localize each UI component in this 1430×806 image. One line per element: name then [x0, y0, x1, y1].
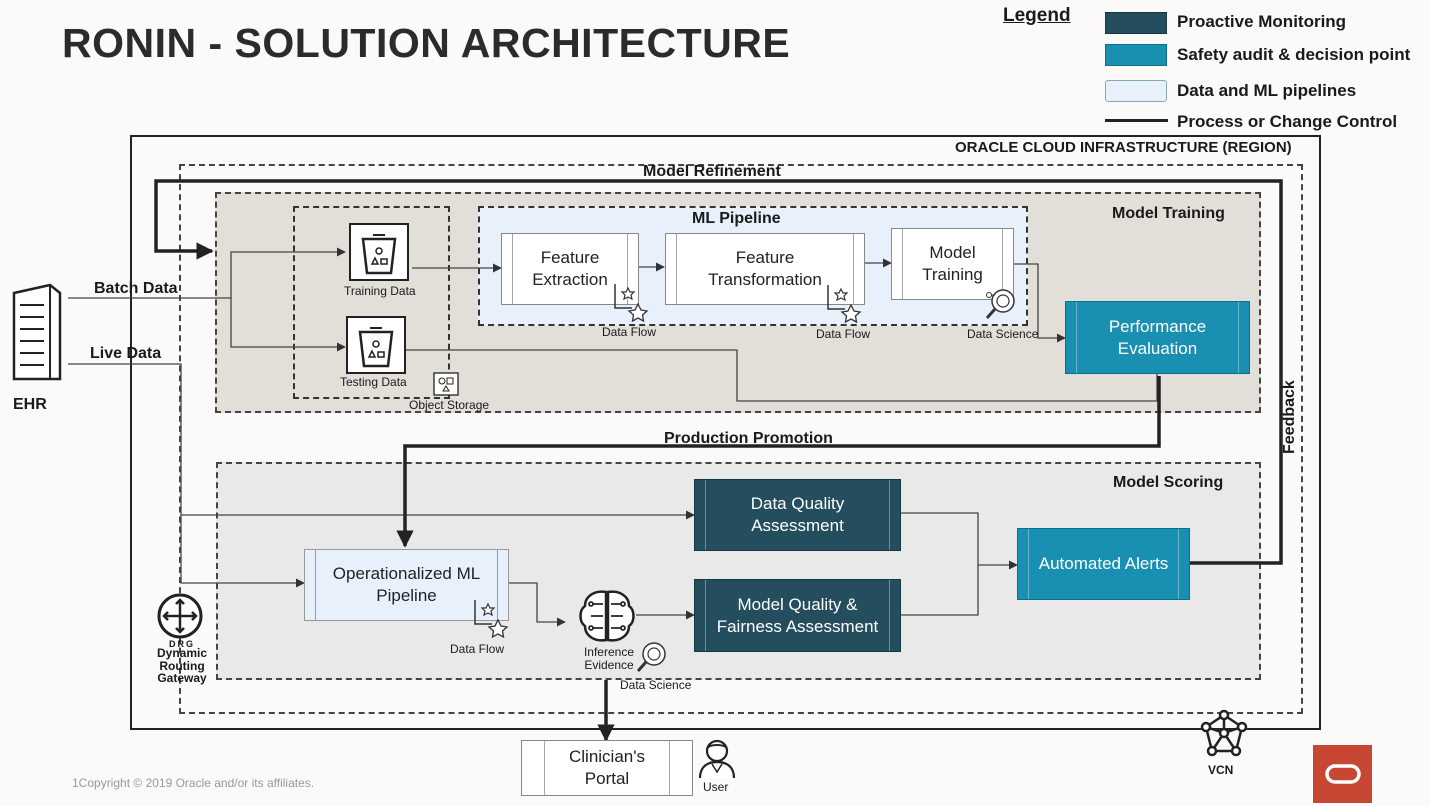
vcn-boundary [179, 164, 1303, 714]
data-quality-box[interactable]: Data Quality Assessment [694, 479, 901, 551]
user-icon [697, 738, 737, 780]
legend-swatch-process [1105, 119, 1168, 122]
vcn-icon [1198, 709, 1250, 759]
feature-transformation-label: Feature Transformation [708, 248, 822, 289]
data-science-label-2: Data Science [620, 678, 692, 692]
operationalized-pipeline-label: Operationalized ML Pipeline [332, 564, 481, 605]
brain-icon [577, 588, 637, 646]
data-science-icon [634, 638, 670, 674]
data-flow-label-2: Data Flow [816, 327, 871, 341]
legend-swatch-proactive [1105, 12, 1167, 34]
bucket-icon[interactable] [349, 223, 409, 281]
copyright-text: 1Copyright © 2019 Oracle and/or its affi… [72, 776, 315, 790]
model-training-zone-label: Model Training [1112, 205, 1225, 222]
region-label: ORACLE CLOUD INFRASTRUCTURE (REGION) [955, 139, 1292, 156]
model-training-box[interactable]: Model Training [891, 228, 1014, 300]
training-data-label: Training Data [344, 284, 416, 298]
batch-data-label: Batch Data [94, 280, 178, 297]
testing-data-label: Testing Data [340, 375, 407, 389]
performance-evaluation-box[interactable]: Performance Evaluation [1065, 301, 1250, 374]
object-storage-group [293, 206, 450, 399]
oracle-logo-icon [1313, 745, 1372, 803]
data-flow-label-3: Data Flow [450, 642, 505, 656]
server-icon [12, 283, 62, 383]
object-storage-label: Object Storage [409, 398, 490, 412]
ml-pipeline-label: ML Pipeline [692, 210, 781, 227]
feature-extraction-box[interactable]: Feature Extraction [501, 233, 639, 305]
production-promotion-label: Production Promotion [664, 430, 833, 447]
object-storage-icon [433, 372, 459, 396]
model-quality-box[interactable]: Model Quality & Fairness Assessment [694, 579, 901, 652]
live-data-label: Live Data [90, 345, 162, 362]
data-quality-label: Data Quality Assessment [750, 494, 845, 535]
legend-swatch-safety [1105, 44, 1167, 66]
data-flow-icon [612, 282, 650, 323]
legend-swatch-pipelines [1105, 80, 1167, 102]
model-quality-label: Model Quality & Fairness Assessment [716, 594, 879, 636]
data-flow-icon [472, 598, 510, 639]
user-label: User [703, 780, 729, 794]
automated-alerts-box[interactable]: Automated Alerts [1017, 528, 1190, 600]
clinicians-portal-box[interactable]: Clinician's Portal [521, 740, 693, 796]
model-scoring-zone-label: Model Scoring [1113, 474, 1224, 491]
clinicians-portal-label: Clinician's Portal [569, 747, 645, 788]
legend-label-proactive: Proactive Monitoring [1177, 12, 1347, 31]
legend-label-safety: Safety audit & decision point [1177, 45, 1411, 64]
model-training-label: Model Training [922, 243, 983, 284]
legend-label-process: Process or Change Control [1177, 112, 1398, 131]
oci-region [130, 135, 1321, 730]
data-flow-icon [825, 283, 863, 324]
bucket-icon[interactable] [346, 316, 406, 374]
vcn-label: VCN [1208, 763, 1234, 777]
drg-abbr-label: DRG [169, 639, 195, 649]
data-flow-label-1: Data Flow [602, 325, 657, 339]
drg-icon [156, 592, 204, 640]
performance-evaluation-label: Performance Evaluation [1108, 316, 1207, 358]
feature-transformation-box[interactable]: Feature Transformation [665, 233, 865, 305]
automated-alerts-label: Automated Alerts [1038, 554, 1169, 573]
legend-label-pipelines: Data and ML pipelines [1177, 81, 1357, 100]
data-science-icon [983, 285, 1019, 321]
model-refinement-label: Model Refinement [643, 163, 781, 180]
page-title: RONIN - SOLUTION ARCHITECTURE [62, 20, 791, 66]
data-science-label-1: Data Science [967, 327, 1039, 341]
ehr-label: EHR [13, 396, 47, 413]
legend-title: Legend [1003, 5, 1071, 26]
feature-extraction-label: Feature Extraction [532, 248, 608, 289]
drg-label: Dynamic Routing Gateway [156, 646, 208, 685]
inference-evidence-label: Inference Evidence [583, 645, 635, 672]
